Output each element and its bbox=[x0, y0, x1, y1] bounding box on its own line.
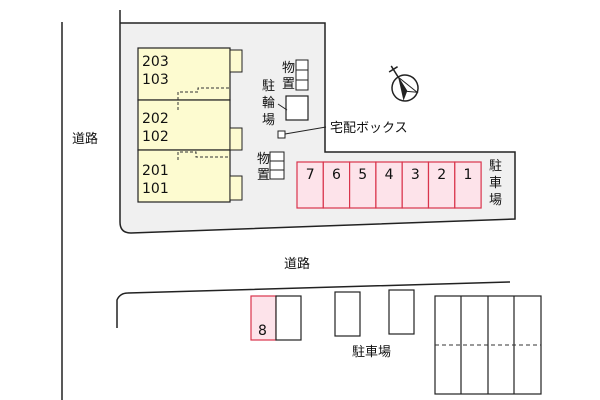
delivery-box-leader bbox=[284, 126, 327, 135]
parking-space-1-label: 1 bbox=[463, 167, 472, 183]
parking-space-2-label: 2 bbox=[437, 167, 446, 183]
unit-label-102: 102 bbox=[142, 129, 169, 145]
parking-space-8-label: 8 bbox=[258, 323, 267, 339]
parking-block-southeast bbox=[434, 295, 542, 395]
balcony-202 bbox=[229, 127, 243, 151]
delivery-box-marker bbox=[277, 130, 286, 139]
parking-space-6 bbox=[322, 161, 351, 209]
north-arrow-icon bbox=[388, 65, 419, 102]
parking-space-south-a bbox=[334, 291, 361, 337]
storage-label-upper-2: 置 bbox=[282, 77, 295, 92]
balcony-201 bbox=[229, 175, 243, 201]
bicycle-label-1: 駐 bbox=[262, 79, 275, 94]
parking-space-4-label: 4 bbox=[385, 167, 394, 183]
parking-label-east-3: 場 bbox=[489, 193, 502, 208]
unit-label-101: 101 bbox=[142, 181, 169, 197]
parking-space-3-label: 3 bbox=[411, 167, 420, 183]
unit-label-202: 202 bbox=[142, 111, 169, 127]
storage-label-lower-2: 置 bbox=[257, 168, 270, 183]
storage-label-lower-1: 物 bbox=[257, 152, 270, 167]
stair-dashed-1 bbox=[177, 87, 230, 110]
parking-space-6-label: 6 bbox=[332, 167, 341, 183]
delivery-box-label: 宅配ボックス bbox=[330, 121, 408, 136]
storage-label-upper-1: 物 bbox=[282, 61, 295, 76]
parking-spaces-east: 7 6 5 4 3 2 1 bbox=[296, 161, 482, 209]
unit-block-203-103 bbox=[137, 47, 231, 101]
bicycle-label-2: 輪 bbox=[262, 95, 275, 111]
road-label-south: 道路 bbox=[284, 256, 310, 272]
parking-space-4 bbox=[375, 161, 403, 209]
parking-space-2 bbox=[427, 161, 456, 209]
parking-label-south: 駐車場 bbox=[352, 345, 391, 360]
parking-space-5-label: 5 bbox=[358, 167, 367, 183]
parking-space-south-plain bbox=[275, 295, 302, 341]
unit-label-103: 103 bbox=[142, 72, 169, 88]
bicycle-parking-area bbox=[285, 95, 309, 121]
parking-label-east-2: 車 bbox=[489, 176, 502, 191]
road-label-west: 道路 bbox=[72, 131, 98, 147]
parking-space-7-label: 7 bbox=[306, 167, 315, 183]
storage-shed-lower bbox=[269, 151, 285, 180]
parking-space-1 bbox=[454, 161, 482, 209]
bicycle-label-3: 場 bbox=[262, 113, 275, 128]
parking-space-south-b bbox=[388, 289, 415, 335]
parking-label-east-1: 駐 bbox=[489, 159, 502, 174]
unit-label-201: 201 bbox=[142, 163, 169, 179]
stair-dashed-2 bbox=[177, 151, 230, 160]
balcony-203 bbox=[229, 49, 243, 73]
road-edge-south bbox=[116, 281, 511, 328]
storage-shed-upper bbox=[295, 59, 309, 91]
parking-space-8 bbox=[250, 295, 277, 341]
apartment-building bbox=[137, 47, 243, 203]
unit-label-203: 203 bbox=[142, 54, 169, 70]
bicycle-parking-leader bbox=[277, 103, 288, 111]
